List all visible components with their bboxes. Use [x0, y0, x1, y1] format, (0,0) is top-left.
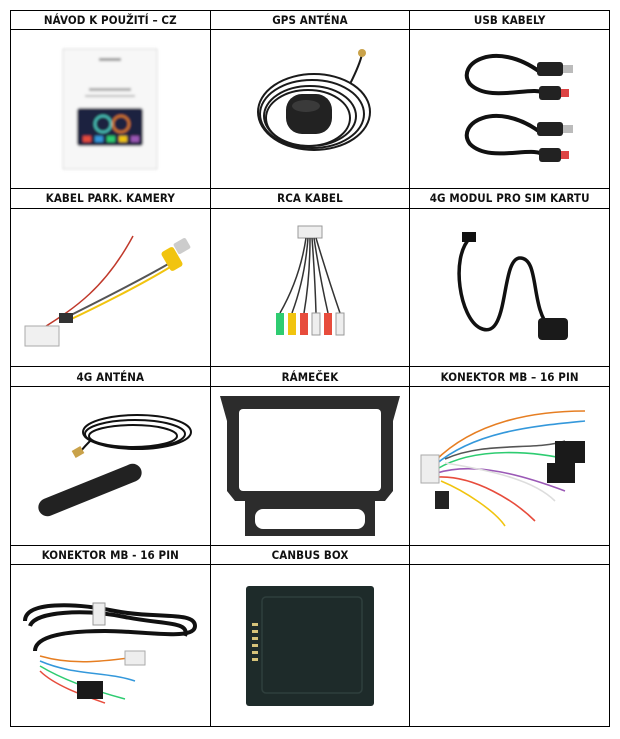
cell-label: CANBUS BOX	[209, 544, 411, 566]
cell-label: RCA KABEL	[209, 188, 411, 209]
gps-antenna-image	[209, 29, 411, 190]
usb-cables-image	[409, 29, 610, 190]
parking-camera-cable-image	[10, 207, 211, 368]
cell-label: USB KABELY	[409, 9, 610, 31]
cell-label	[409, 544, 610, 566]
cell-label: RÁMEČEK	[209, 366, 411, 387]
cell-label: NÁVOD K POUŽITÍ – CZ	[10, 9, 211, 31]
cell-label: KONEKTOR MB – 16 PIN	[409, 366, 610, 387]
accessories-table: NÁVOD K POUŽITÍ – CZ GPS ANTÉNA USB KABE…	[10, 9, 610, 727]
cell-label: 4G MODUL PRO SIM KARTU	[409, 188, 610, 209]
rca-cable-image	[209, 207, 411, 368]
4g-antenna-image	[10, 385, 211, 546]
mb-connector-harness-image	[409, 385, 610, 546]
empty-cell	[409, 564, 610, 727]
cell-label: KABEL PARK. KAMERY	[10, 188, 211, 209]
cell-label: KONEKTOR MB - 16 PIN	[10, 544, 211, 566]
canbus-box-image	[209, 564, 411, 727]
4g-sim-module-image	[409, 207, 610, 368]
frame-image	[209, 385, 411, 546]
cell-label: GPS ANTÉNA	[209, 9, 411, 31]
manual-booklet-image	[10, 29, 211, 190]
mb-connector-loom-image	[10, 564, 211, 727]
cell-label: 4G ANTÉNA	[10, 366, 211, 387]
